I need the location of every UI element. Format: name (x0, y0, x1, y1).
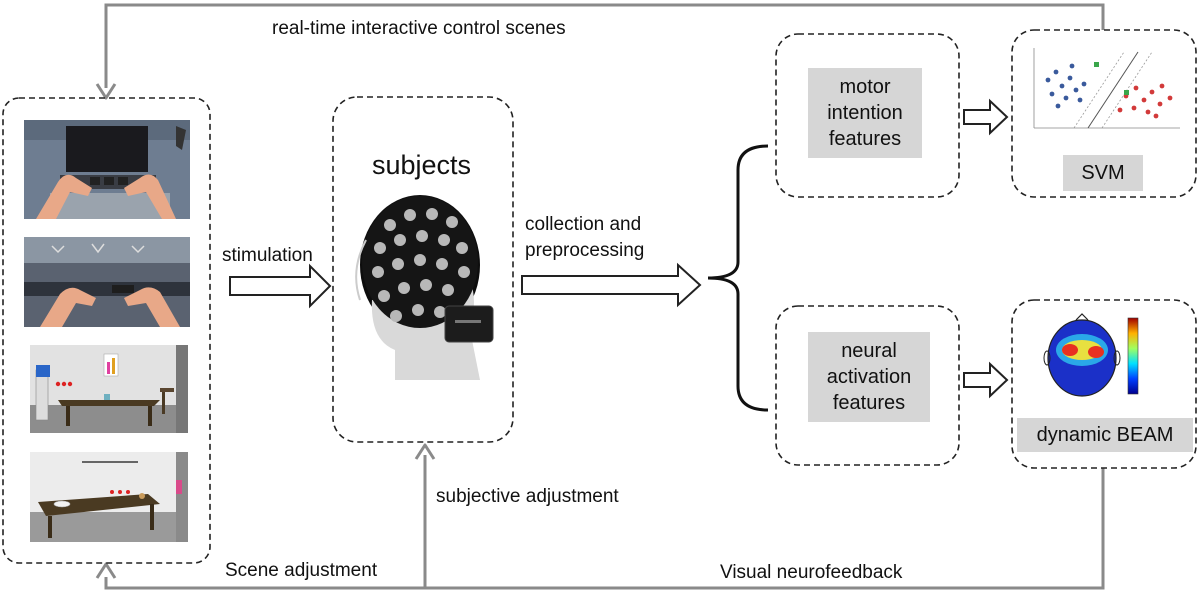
scene-adjustment-arrowhead (95, 562, 117, 579)
bottom-feedback-line (104, 468, 1105, 590)
top-feedback-line (104, 3, 1105, 88)
motor-to-svm-arrow (963, 98, 1009, 136)
vr-table-room-scene (30, 345, 188, 433)
vr-kitchen-hands-scene (24, 237, 190, 327)
beam-label: dynamic BEAM (1017, 418, 1193, 452)
neural-to-beam-arrow (963, 361, 1009, 399)
vr-keyboard-hands-scene (24, 120, 190, 219)
motor-features-box (775, 33, 960, 198)
neural-features-label: neural activation features (808, 332, 930, 422)
split-brace (707, 144, 769, 412)
beam-topomap (1043, 313, 1139, 397)
svm-label: SVM (1063, 155, 1143, 191)
subjective-adjustment-arrowhead (414, 443, 436, 460)
collection-arrow (521, 262, 702, 308)
eeg-cap-head (355, 195, 494, 380)
subjective-adjustment-label: subjective adjustment (436, 486, 619, 507)
scene-adjustment-label: Scene adjustment (225, 560, 378, 581)
beam-box (1011, 299, 1197, 469)
dashed-boxes (2, 29, 1197, 564)
feedback-lines (95, 3, 1105, 590)
visual-neurofeedback-label: Visual neurofeedback (720, 562, 903, 583)
top-feedback-label: real-time interactive control scenes (272, 18, 566, 39)
vr-table-objects-scene (30, 452, 188, 542)
neural-features-box (775, 305, 960, 466)
top-feedback-arrowhead (95, 83, 117, 100)
subjects-title: subjects (372, 150, 472, 180)
scenes-box (2, 97, 211, 564)
stimulation-label: stimulation (222, 245, 313, 266)
stimulation-arrow (229, 263, 332, 309)
svm-scatter-plot (1030, 46, 1180, 136)
motor-features-label: motor intention features (808, 68, 922, 158)
collection-label: collection and preprocessing (525, 214, 645, 261)
subjects-box (332, 96, 514, 443)
hollow-arrows (229, 98, 1009, 399)
svm-box (1011, 29, 1197, 198)
